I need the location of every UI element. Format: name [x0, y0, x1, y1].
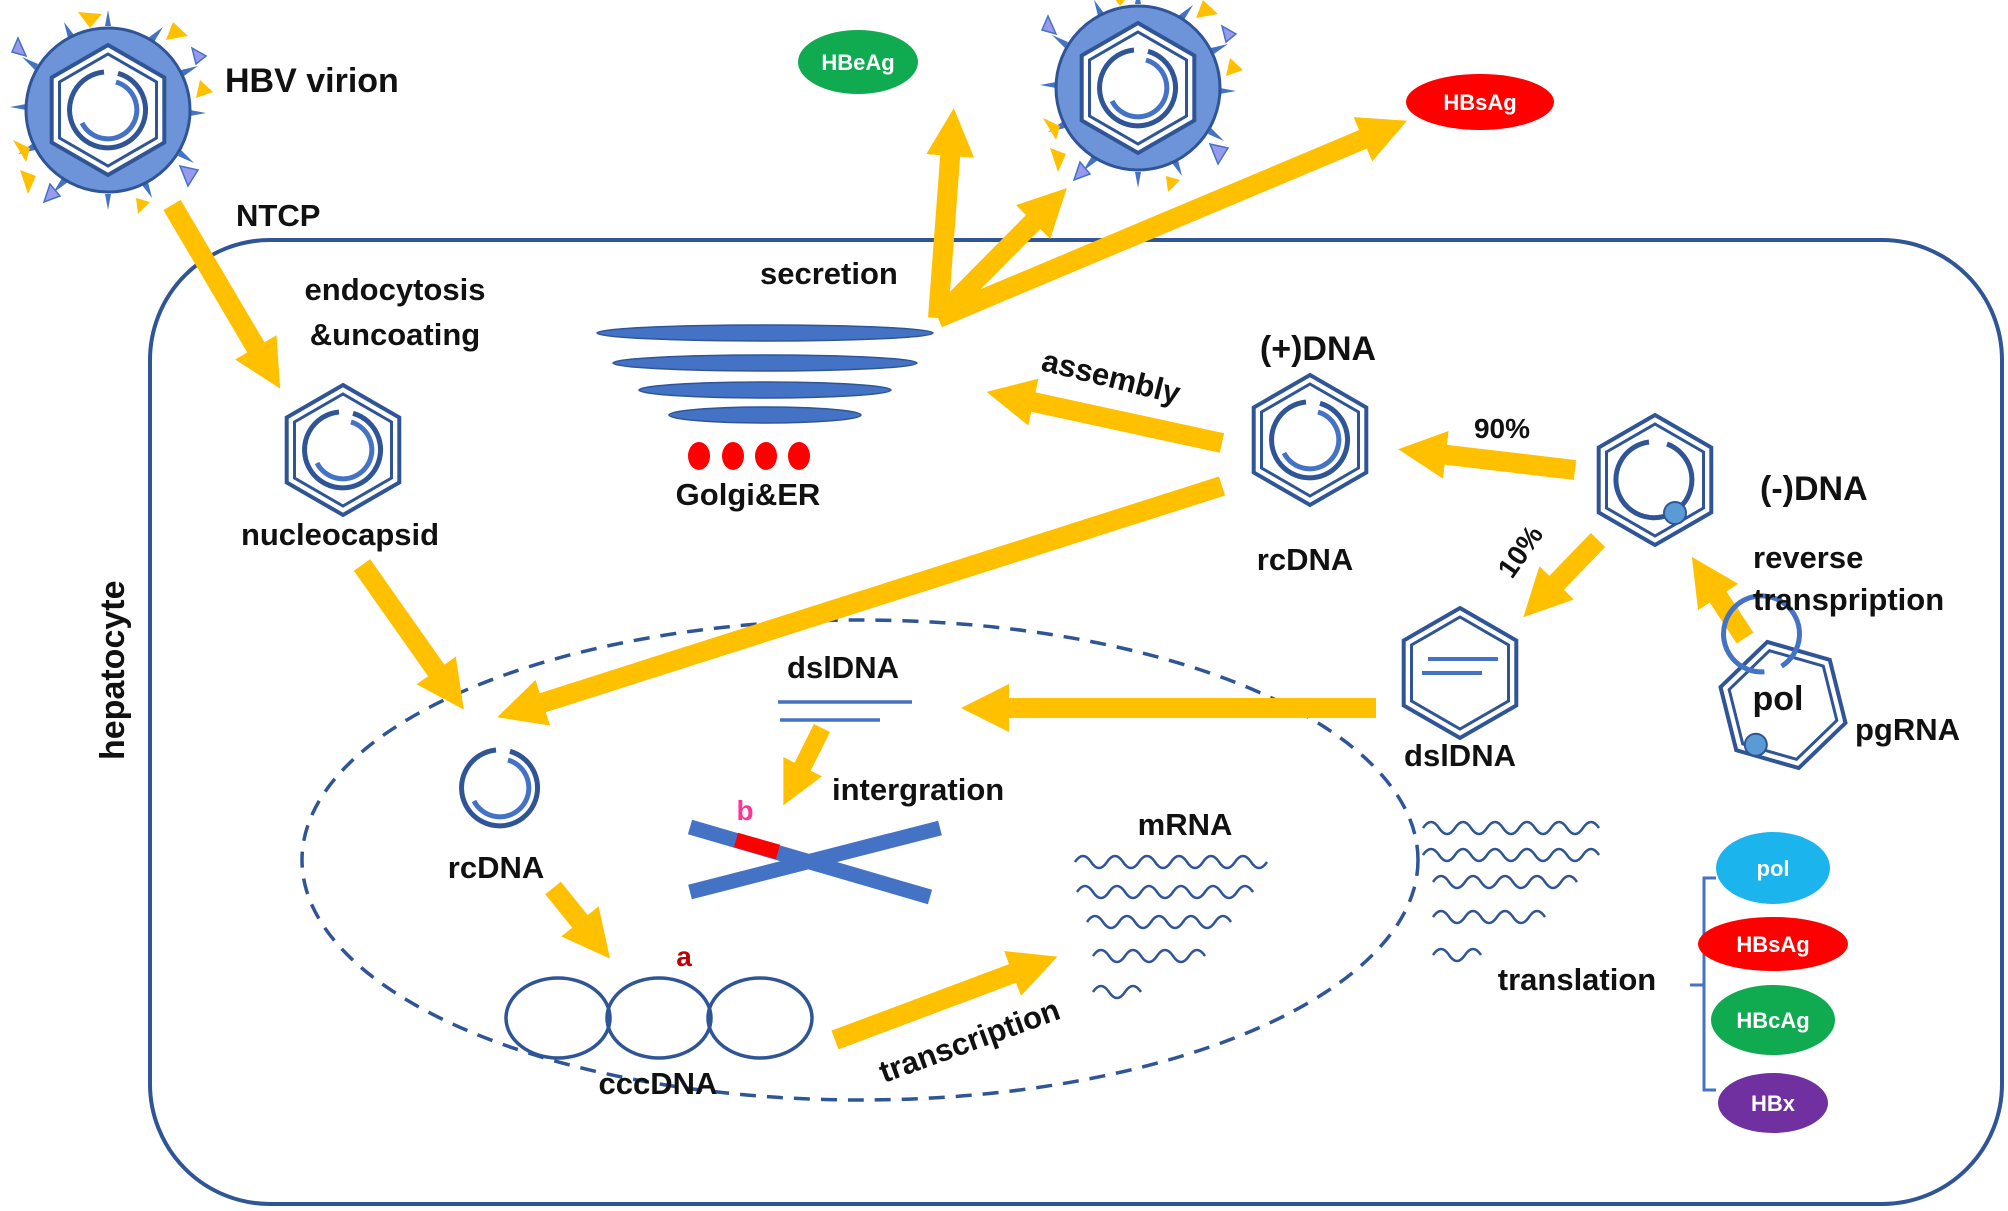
mrna-label: mRNA [1138, 807, 1233, 842]
hbsag-secretion-arrow [934, 117, 1408, 328]
secretion-label: secretion [760, 256, 898, 291]
hbv-virion-label: HBV virion [225, 62, 399, 100]
pathway-arrows [163, 108, 1754, 1050]
rcdna-to-cccdna-arrow [545, 881, 611, 959]
ten-percent-label: 10% [1492, 520, 1550, 584]
rcdna-capsid-icon [1251, 373, 1369, 507]
ten-percent-arrow [1523, 533, 1606, 618]
minus-dna-label: (-)DNA [1760, 470, 1868, 508]
entry-arrow [163, 199, 281, 389]
hbeag-secreted-ellipse [798, 30, 918, 94]
translation-bracket [1690, 876, 1716, 1092]
integration-label: intergration [832, 772, 1004, 807]
translation-label: translation [1498, 962, 1656, 997]
secreted-virion-icon [1040, 0, 1243, 192]
ninety-percent-arrow [1398, 430, 1577, 480]
plus-dna-label: (+)DNA [1260, 330, 1376, 368]
endocytosis-label-line2: &uncoating [310, 317, 481, 352]
protein-hbx-ellipse [1718, 1073, 1828, 1133]
transcription-arrow [831, 950, 1058, 1050]
nucleocapsid-to-nucleus-arrow [353, 559, 464, 710]
protein-hbcag-label: HBcAg [1736, 1008, 1809, 1033]
nuclear-rcdna-icon [459, 747, 540, 829]
ninety-percent-label: 90% [1474, 413, 1530, 444]
cccdna-icon [504, 976, 814, 1060]
assembly-arrow [986, 378, 1225, 453]
mrna-waves-cytoplasm [1421, 820, 1601, 963]
integration-site-marker: b [736, 795, 753, 826]
protein-hbx-label: HBx [1751, 1091, 1796, 1116]
nucleocapsid-icon [284, 383, 402, 517]
minus-dna-capsid-icon [1596, 413, 1714, 547]
hbeag-secreted-label: HBeAg [821, 50, 894, 75]
dsldna-cytoplasm-label: dslDNA [1404, 738, 1516, 773]
protein-pol-ellipse [1716, 832, 1830, 904]
protein-hbsag-label: HBsAg [1736, 932, 1809, 957]
mrna-waves-nucleus [1073, 854, 1269, 1000]
vesicle-dots [688, 442, 810, 470]
pgrna-label: pgRNA [1855, 712, 1960, 747]
ntcp-label: NTCP [236, 198, 320, 233]
dsldna-capsid-icon [1401, 606, 1519, 740]
rcdna-recycling-arrow [497, 476, 1226, 726]
reverse-transcription-label-line2: transpription [1753, 582, 1944, 617]
hepatocyte-membrane [148, 238, 2004, 1206]
hbsag-secreted-ellipse [1406, 74, 1554, 130]
integration-arrow [783, 723, 831, 806]
nuclear-dsldna-icon [778, 700, 912, 722]
protein-hbsag-ellipse [1698, 917, 1848, 971]
hepatocyte-label: hepatocyte [94, 581, 132, 761]
dsldna-nucleus-label: dslDNA [787, 650, 899, 685]
pol-in-capsid-label: pol [1753, 680, 1804, 718]
protein-hbcag-ellipse [1711, 985, 1835, 1055]
protein-pol-label: pol [1757, 856, 1790, 881]
hbv-virion-icon [10, 10, 213, 214]
cccdna-label: cccDNA [599, 1066, 718, 1101]
golgi-er-stack [596, 324, 934, 424]
pgrna-capsid-icon [1710, 593, 1856, 784]
hbsag-secreted-label: HBsAg [1443, 90, 1516, 115]
reverse-transcription-label-line1: reverse [1753, 540, 1863, 575]
hbeag-secretion-arrow [926, 108, 975, 319]
nucleus-boundary [300, 618, 1420, 1102]
reverse-transcription-arrow [1691, 556, 1754, 644]
cccdna-marker: a [676, 941, 692, 972]
nucleocapsid-label: nucleocapsid [241, 517, 439, 552]
endocytosis-label-line1: endocytosis [305, 272, 486, 307]
rcdna-cytoplasm-label: rcDNA [1257, 542, 1353, 577]
virion-secretion-arrow [930, 187, 1067, 326]
golgi-er-label: Golgi&ER [676, 477, 821, 512]
rcdna-nucleus-label: rcDNA [448, 850, 544, 885]
integration-cross-icon [687, 819, 942, 905]
